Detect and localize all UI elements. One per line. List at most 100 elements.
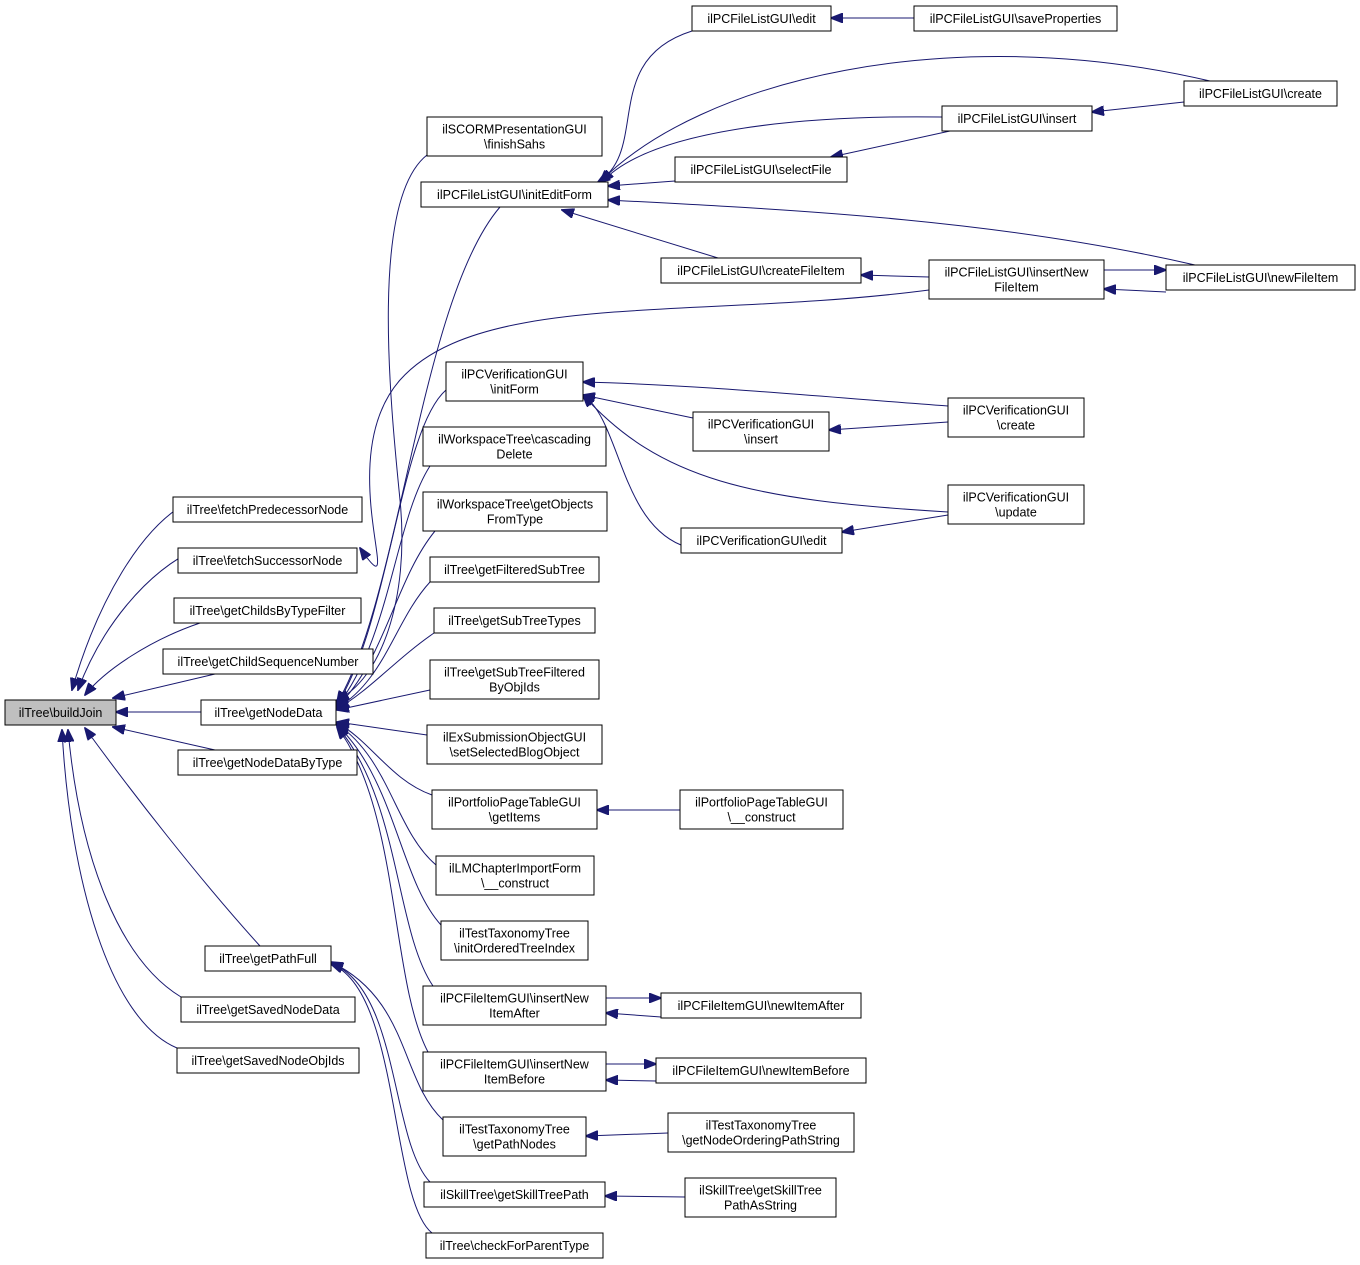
node-fetch-successor-node[interactable]: ilTree\fetchSuccessorNode — [177, 547, 358, 574]
node-file-list-edit[interactable]: ilPCFileListGUI\edit — [691, 5, 832, 32]
edge-getSubTreeFilteredByObjIds — [337, 689, 431, 710]
node-lm-chapter-import-construct[interactable]: ilLMChapterImportForm\__construct — [435, 855, 595, 896]
node-build-join[interactable]: ilTree\buildJoin — [4, 699, 117, 726]
edge-arrow — [600, 56, 1211, 182]
node-box — [431, 789, 598, 830]
node-label: \__construct — [727, 811, 796, 825]
node-verification-create[interactable]: ilPCVerificationGUI\create — [947, 397, 1085, 438]
node-box — [660, 992, 862, 1019]
node-box — [162, 648, 374, 675]
node-test-tax-get-path-nodes[interactable]: ilTestTaxonomyTree\getPathNodes — [442, 1116, 587, 1157]
node-label: ilSkillTree\getSkillTree — [699, 1184, 822, 1198]
node-verification-update[interactable]: ilPCVerificationGUI\update — [947, 484, 1085, 525]
node-box — [422, 426, 607, 467]
node-box — [4, 699, 117, 726]
node-label: \__construct — [481, 877, 550, 891]
edge-lmChapterImportConstruct — [337, 724, 437, 866]
node-get-node-data-by-type[interactable]: ilTree\getNodeDataByType — [177, 749, 358, 776]
node-get-childs-by-type-filter[interactable]: ilTree\getChildsByTypeFilter — [173, 597, 362, 624]
edge-wsGetObjectsFromType — [337, 530, 436, 707]
edge-arrow — [608, 200, 1196, 266]
node-box — [667, 1112, 855, 1153]
edge-arrow — [337, 465, 431, 706]
node-box — [692, 411, 830, 452]
node-test-tax-get-node-ordering-path-string[interactable]: ilTestTaxonomyTree\getNodeOrderingPathSt… — [667, 1112, 855, 1153]
edge-arrow — [583, 395, 949, 513]
node-get-path-full[interactable]: ilTree\getPathFull — [204, 945, 332, 972]
node-file-list-select-file[interactable]: ilPCFileListGUI\selectFile — [674, 156, 848, 183]
node-box — [680, 527, 843, 554]
edge-testTaxInitOrdered — [337, 725, 442, 926]
node-check-for-parent-type[interactable]: ilTree\checkForParentType — [425, 1232, 604, 1259]
node-file-list-new-file-item[interactable]: ilPCFileListGUI\newFileItem — [1165, 264, 1356, 291]
edge-arrow — [829, 421, 949, 430]
node-label: \update — [995, 506, 1037, 520]
node-file-item-new-item-before[interactable]: ilPCFileItemGUI\newItemBefore — [655, 1057, 867, 1084]
node-get-node-data[interactable]: ilTree\getNodeData — [200, 699, 337, 726]
edge-arrow — [331, 962, 444, 1121]
node-portfolio-construct[interactable]: ilPortfolioPageTableGUI\__construct — [679, 789, 844, 830]
node-label: ilPCFileListGUI\initEditForm — [437, 188, 592, 202]
node-box — [422, 1051, 607, 1092]
edge-verificationEdit — [583, 395, 682, 546]
node-file-list-save-properties[interactable]: ilPCFileListGUI\saveProperties — [913, 5, 1118, 32]
node-box — [180, 996, 356, 1023]
edge-arrow — [337, 724, 437, 866]
edge-fileItemNewItemBefore — [606, 1080, 657, 1081]
node-get-sub-tree-types[interactable]: ilTree\getSubTreeTypes — [433, 607, 596, 634]
node-file-list-insert[interactable]: ilPCFileListGUI\insert — [941, 105, 1093, 132]
node-verification-init-form[interactable]: ilPCVerificationGUI\initForm — [445, 361, 584, 402]
node-label: ilTestTaxonomyTree — [459, 927, 570, 941]
node-get-saved-node-obj-ids[interactable]: ilTree\getSavedNodeObjIds — [176, 1047, 360, 1074]
edge-fileItemInsertNewBefore — [337, 727, 429, 1053]
node-file-list-create-file-item[interactable]: ilPCFileListGUI\createFileItem — [660, 257, 862, 284]
node-file-list-create[interactable]: ilPCFileListGUI\create — [1183, 80, 1338, 107]
node-get-child-sequence-number[interactable]: ilTree\getChildSequenceNumber — [162, 648, 374, 675]
node-get-filtered-sub-tree[interactable]: ilTree\getFilteredSubTree — [429, 556, 600, 583]
node-scorm-finish-sahs[interactable]: ilSCORMPresentationGUI\finishSahs — [426, 116, 603, 157]
edge-arrow — [337, 689, 431, 710]
node-label: ItemBefore — [484, 1073, 545, 1087]
node-label: ilPCFileListGUI\insert — [958, 112, 1077, 126]
edge-arrow — [85, 622, 201, 695]
node-label: ilPCFileItemGUI\newItemBefore — [672, 1064, 849, 1078]
edge-arrow — [605, 1196, 686, 1197]
node-test-tax-init-ordered[interactable]: ilTestTaxonomyTree\initOrderedTreeIndex — [440, 920, 589, 961]
edge-arrow — [583, 395, 682, 546]
node-file-list-init-edit-form[interactable]: ilPCFileListGUI\initEditForm — [420, 181, 609, 208]
edge-getFilteredSubTree — [337, 581, 431, 708]
node-box — [176, 1047, 360, 1074]
edge-arrow — [1104, 289, 1167, 292]
node-get-saved-node-data[interactable]: ilTree\getSavedNodeData — [180, 996, 356, 1023]
node-verification-insert[interactable]: ilPCVerificationGUI\insert — [692, 411, 830, 452]
node-label: ilPCFileItemGUI\insertNew — [440, 1058, 590, 1072]
edge-scormFinishSahs — [337, 154, 428, 700]
node-ex-submission-set-selected-blog[interactable]: ilExSubmissionObjectGUI\setSelectedBlogO… — [426, 724, 603, 765]
node-file-item-new-item-after[interactable]: ilPCFileItemGUI\newItemAfter — [660, 992, 862, 1019]
node-portfolio-get-items[interactable]: ilPortfolioPageTableGUI\getItems — [431, 789, 598, 830]
edge-getChildSequenceNumber — [113, 673, 216, 698]
edge-arrow — [337, 725, 442, 926]
node-box — [913, 5, 1118, 32]
node-label: ilLMChapterImportForm — [449, 862, 581, 876]
node-verification-edit[interactable]: ilPCVerificationGUI\edit — [680, 527, 843, 554]
node-fetch-predecessor-node[interactable]: ilTree\fetchPredecessorNode — [172, 496, 363, 523]
node-box — [422, 491, 608, 532]
node-skill-tree-get-path[interactable]: ilSkillTree\getSkillTreePath — [423, 1181, 606, 1208]
edge-arrow — [598, 30, 693, 182]
edge-arrow — [606, 1013, 662, 1017]
edge-exSubmissionSetSelectedBlog — [337, 722, 428, 736]
node-label: ilSkillTree\getSkillTreePath — [440, 1188, 588, 1202]
node-label: ilTree\getNodeData — [215, 706, 323, 720]
edge-arrow — [331, 964, 433, 1234]
node-label: \finishSahs — [484, 138, 545, 152]
edge-arrow — [113, 727, 216, 751]
node-label: \create — [997, 419, 1035, 433]
